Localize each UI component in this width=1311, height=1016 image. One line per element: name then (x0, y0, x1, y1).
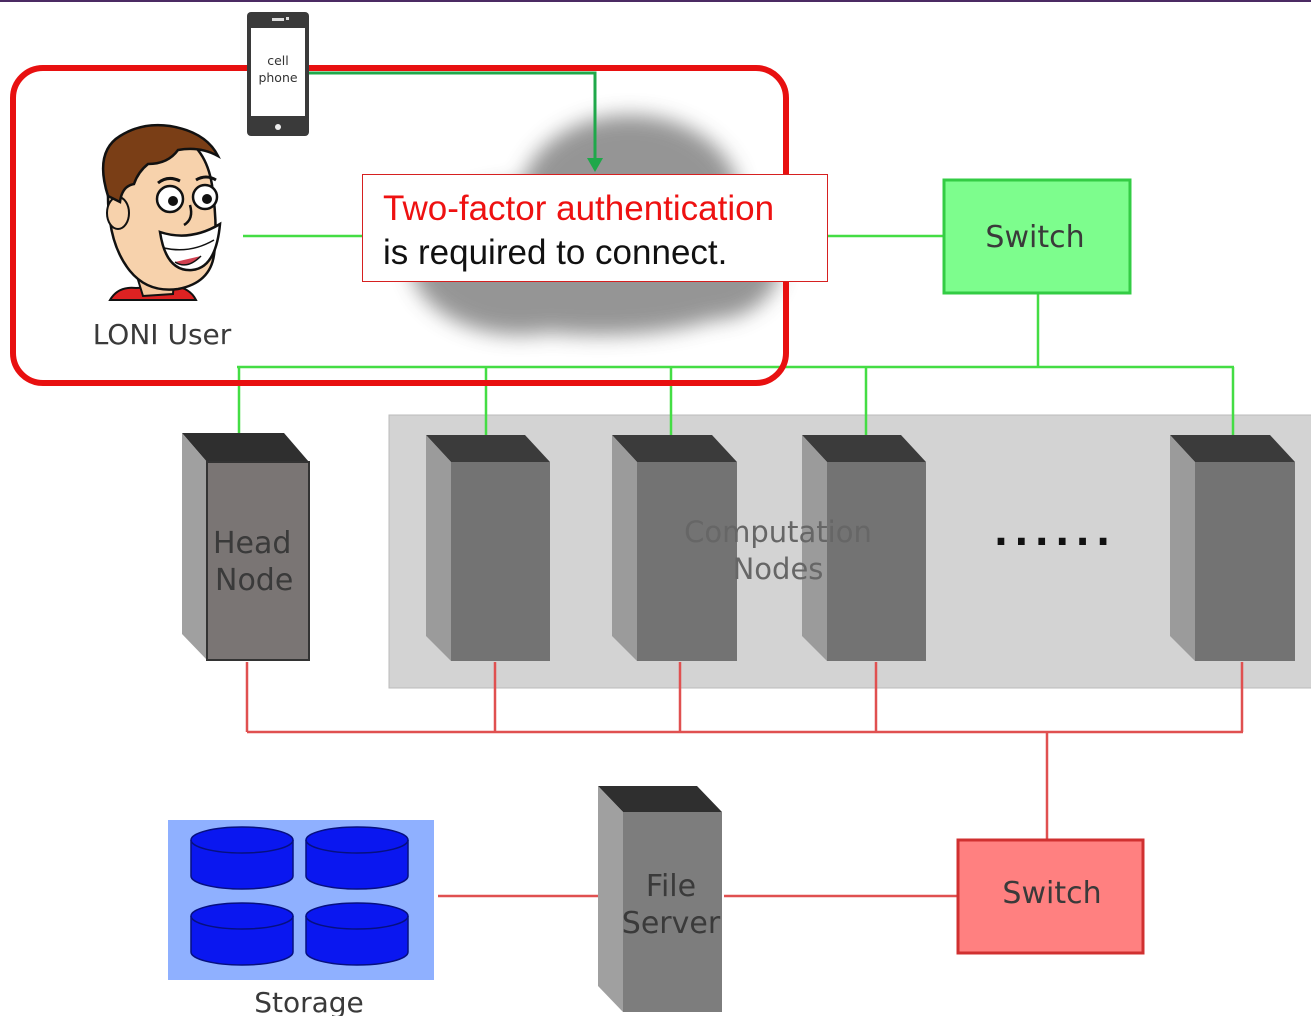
auth-callout-line2: is required to connect. (383, 233, 728, 272)
more-nodes-ellipsis: ...... (994, 510, 1117, 554)
computation-nodes-label-line2: Nodes (733, 552, 824, 586)
loni-user-avatar (101, 123, 222, 301)
head-node-label-line1: Head (213, 526, 291, 561)
bottom-switch (956, 838, 1145, 955)
computation-node-3 (802, 435, 926, 661)
file-server (598, 786, 722, 1012)
bottom-switch-label: Switch (1002, 876, 1101, 911)
two-factor-auth-callout: Two-factor authentication is required to… (362, 174, 828, 282)
cell-phone-icon (247, 12, 309, 136)
storage-disks (190, 826, 409, 966)
green-network-lines (237, 234, 1235, 438)
head-node-label-line2: Node (215, 563, 293, 598)
top-switch-label: Switch (985, 220, 1084, 255)
computation-nodes-label-line1: Computation (684, 515, 872, 549)
computation-node-1 (426, 435, 550, 661)
red-network-lines (245, 662, 1244, 898)
top-switch (942, 178, 1132, 295)
computation-node-2 (612, 435, 737, 661)
file-server-label-line1: File (646, 869, 696, 904)
cell-phone-label-line2: phone (258, 70, 298, 85)
top-border-line (0, 0, 1311, 2)
computation-node-4 (1170, 435, 1295, 661)
storage-label: Storage (254, 986, 364, 1016)
loni-user-label: LONI User (93, 318, 232, 351)
phone-to-auth-arrow (309, 71, 603, 172)
head-node (182, 433, 310, 661)
cell-phone-label: cell phone (249, 52, 307, 86)
auth-callout-line1: Two-factor authentication (383, 189, 775, 228)
file-server-label-line2: Server (622, 906, 721, 941)
cell-phone-label-line1: cell (267, 53, 289, 68)
